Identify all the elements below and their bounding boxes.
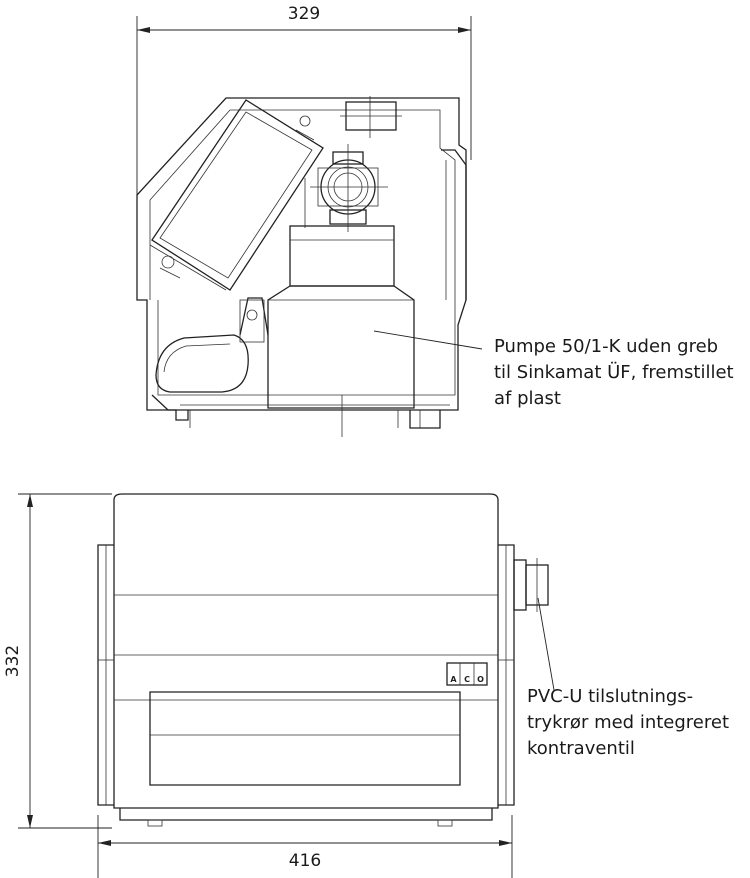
pump-callout-line-2: til Sinkamat ÜF, fremstillet [494, 362, 734, 383]
pipe-leader-line [537, 597, 555, 691]
svg-text:O: O [477, 675, 484, 684]
front-elevation-view [97, 493, 549, 827]
top-section-view [136, 96, 467, 437]
aco-logo: A C O [446, 662, 488, 686]
pipe-callout-line-1: PVC-U tilslutnings- [527, 686, 694, 707]
dimension-bottom-width-label: 416 [289, 851, 321, 871]
dimension-top-width: 329 [136, 4, 472, 300]
pump-callout: Pumpe 50/1-K uden greb til Sinkamat ÜF, … [494, 334, 734, 412]
dimension-top-width-label: 329 [288, 4, 320, 24]
svg-text:C: C [464, 675, 470, 684]
pump-callout-line-1: Pumpe 50/1-K uden greb [494, 336, 719, 357]
dimension-side-height: 332 [3, 493, 112, 829]
dimension-bottom-width: 416 [97, 815, 513, 878]
pipe-callout-line-3: kontraventil [527, 738, 635, 759]
pipe-callout-line-2: trykrør med integreret [527, 712, 730, 733]
pump-leader-line [373, 330, 483, 350]
pump-callout-line-3: af plast [494, 388, 561, 409]
dimension-side-height-label: 332 [3, 645, 23, 677]
svg-text:A: A [450, 675, 457, 684]
pipe-callout: PVC-U tilslutnings- trykrør med integrer… [527, 684, 729, 762]
